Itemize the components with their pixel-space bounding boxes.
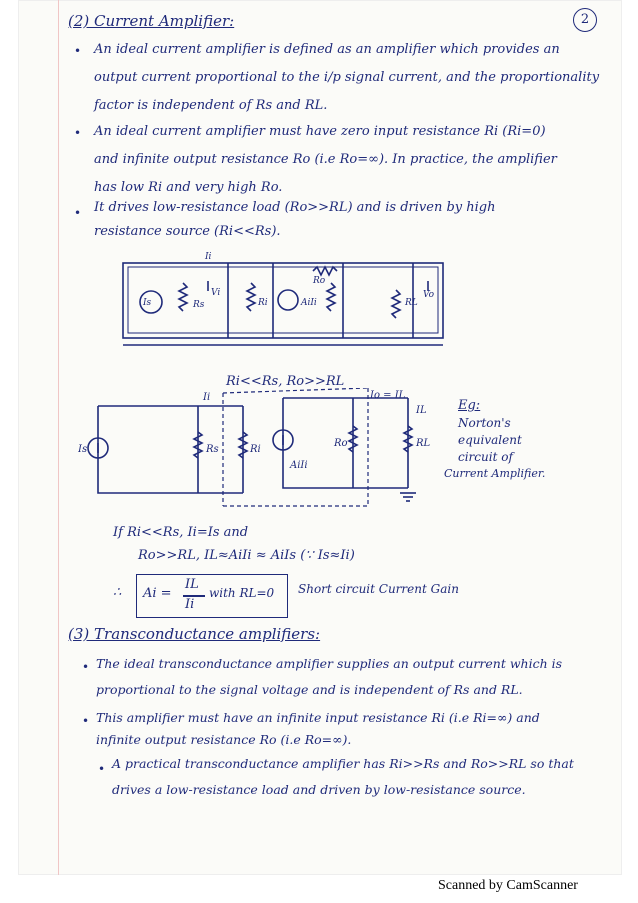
bullet-icon: •: [74, 126, 82, 140]
fraction-bar: [183, 595, 205, 597]
section3-heading: (3) Transconductance amplifiers:: [68, 625, 321, 643]
formula-name: Short circuit Current Gain: [298, 582, 459, 596]
bullet-icon: •: [74, 44, 82, 58]
circuit1-ri-label: Ri: [257, 298, 268, 308]
formula-box: Ai = IL Ii with RL=0: [136, 574, 288, 618]
s2-p2-line3: has low Ri and very high Ro.: [94, 180, 283, 195]
bullet-icon: •: [82, 714, 90, 728]
circuit2-io-label: Io = IL: [369, 390, 406, 401]
s2-p2-line1: An ideal current amplifier must have zer…: [94, 124, 546, 139]
derivation-line1: If Ri<<Rs, Ii=Is and: [113, 525, 249, 540]
s3-p2-line2: infinite output resistance Ro (i.e Ro=∞)…: [96, 732, 352, 747]
scanner-watermark: Scanned by CamScanner: [438, 878, 578, 893]
s2-p1-line1: An ideal current amplifier is defined as…: [94, 42, 560, 57]
s3-p1-line2: proportional to the signal voltage and i…: [96, 682, 523, 697]
section2-heading: (2) Current Amplifier:: [68, 12, 235, 30]
formula-denominator: Ii: [185, 597, 195, 612]
current-amplifier-circuit-diagram: Is Rs Vi Ri Ro AiIi RL Vo Ii: [122, 252, 444, 346]
circuit1-ii-label: Ii: [204, 252, 212, 262]
s3-p1-line1: The ideal transconductance amplifier sup…: [96, 656, 563, 671]
circuit1-aiii-label: AiIi: [300, 298, 317, 308]
bullet-icon: •: [74, 206, 82, 220]
note-line2: equivalent: [458, 433, 522, 447]
s3-p3-line2: drives a low-resistance load and driven …: [112, 782, 526, 797]
s2-p2-line2: and infinite output resistance Ro (i.e R…: [94, 152, 557, 167]
bullet-icon: •: [82, 660, 90, 674]
bullet-icon: •: [98, 762, 106, 776]
notebook-page: 2 (2) Current Amplifier: • An ideal curr…: [18, 0, 622, 875]
derivation-line2: Ro>>RL, IL≈AiIi ≈ AiIs (∵ Is≈Ii): [138, 548, 355, 563]
formula-lhs: Ai =: [143, 586, 172, 601]
note-line4: Current Amplifier.: [444, 467, 546, 480]
circuit1-vi-label: Vi: [211, 288, 220, 298]
circuit1-ro-label: Ro: [312, 276, 326, 286]
s3-p3-line1: A practical transconductance amplifier h…: [112, 756, 574, 771]
circuit2-ii-label: Ii: [202, 392, 210, 403]
note-line1: Norton's: [458, 416, 511, 430]
norton-equivalent-circuit-diagram: Ii Io = IL IL Is Rs Ri Ro AiIi RL: [78, 388, 431, 507]
circuit1-is-label: Is: [142, 298, 152, 308]
margin-line: [58, 0, 59, 875]
circuit1-vo-label: Vo: [423, 290, 435, 300]
circuit2-ro-label: Ro: [333, 438, 348, 449]
s2-p3-line2: resistance source (Ri<<Rs).: [94, 224, 281, 239]
s3-p2-line1: This amplifier must have an infinite inp…: [96, 710, 540, 725]
note-title: Eg:: [458, 398, 481, 413]
circuit2-rl-label: RL: [415, 438, 431, 449]
s2-p3-line1: It drives low-resistance load (Ro>>RL) a…: [94, 200, 496, 215]
s2-p1-line3: factor is independent of Rs and RL.: [94, 98, 328, 113]
circuit2-rs-label: Rs: [205, 444, 219, 455]
circuit2-condition: Ri<<Rs, Ro>>RL: [226, 374, 345, 389]
circuit2-ri-label: Ri: [249, 444, 261, 455]
note-line3: circuit of: [458, 450, 513, 464]
s2-p1-line2: output current proportional to the i/p s…: [94, 70, 600, 85]
circuit1-rl-label: RL: [404, 298, 418, 308]
circuit1-rs-label: Rs: [192, 300, 205, 310]
circuit2-is-label: Is: [78, 444, 87, 455]
therefore-symbol: ∴: [113, 585, 122, 600]
formula-numerator: IL: [185, 577, 199, 592]
page-number: 2: [573, 8, 597, 32]
circuit2-aiii-label: AiIi: [289, 460, 308, 471]
circuit2-il-label: IL: [415, 405, 427, 416]
formula-condition: with RL=0: [209, 586, 275, 600]
